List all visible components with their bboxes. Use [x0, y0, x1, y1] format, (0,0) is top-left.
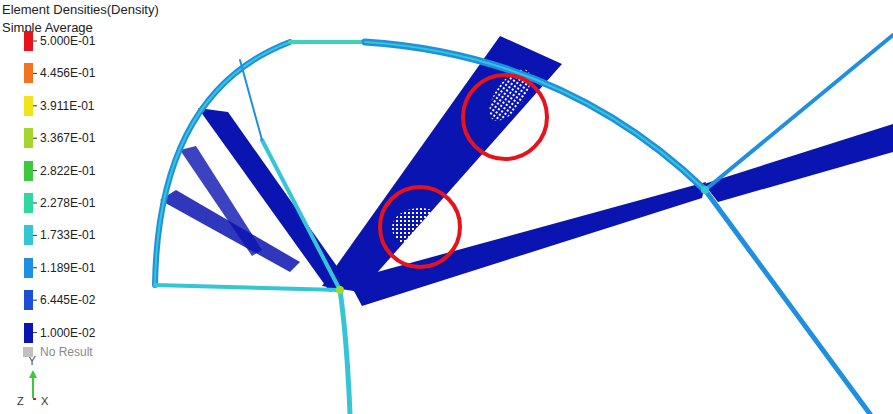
legend-value: 3.911E-01 — [40, 99, 95, 113]
legend-swatch — [24, 161, 33, 181]
legend-tick — [33, 170, 37, 171]
axis-label: X — [41, 394, 48, 408]
legend-value: 1.189E-01 — [40, 261, 95, 275]
density-band — [160, 36, 893, 306]
highlight-circle — [380, 75, 547, 267]
legend-swatch — [24, 323, 33, 343]
legend-swatch — [24, 128, 33, 148]
legend-value: No Result — [40, 345, 93, 359]
legend-swatch — [23, 347, 33, 357]
legend-swatch — [24, 225, 33, 245]
legend-value: 1.733E-01 — [40, 228, 95, 242]
legend-swatch — [24, 63, 33, 83]
legend-value: 6.445E-02 — [40, 293, 95, 307]
legend-value: 2.278E-01 — [40, 196, 95, 210]
legend-tick — [33, 235, 37, 236]
legend-swatch — [24, 193, 33, 213]
legend-value: 1.000E-02 — [40, 326, 95, 340]
legend-swatch — [24, 31, 33, 51]
legend-tick — [33, 203, 37, 204]
legend-swatch — [24, 290, 33, 310]
legend-tick — [33, 267, 37, 268]
legend-value: 3.367E-01 — [40, 131, 95, 145]
legend-tick — [33, 138, 37, 139]
axis-triad — [29, 370, 37, 399]
plot-title: Element Densities(Density) — [2, 2, 159, 18]
legend-value: 2.822E-01 — [40, 164, 95, 178]
legend-swatch — [24, 258, 33, 278]
structure-member — [155, 35, 893, 414]
legend-value: 5.000E-01 — [40, 34, 95, 48]
legend-tick — [33, 73, 37, 74]
mottled-area — [392, 208, 448, 248]
axis-label: Z — [17, 394, 24, 408]
legend-tick — [33, 300, 37, 301]
legend-tick — [33, 41, 37, 42]
legend-tick — [33, 332, 37, 333]
legend-tick — [33, 105, 37, 106]
legend-value: 4.456E-01 — [40, 66, 95, 80]
averaging-note: Simple Average — [2, 21, 93, 35]
legend-swatch — [24, 96, 33, 116]
